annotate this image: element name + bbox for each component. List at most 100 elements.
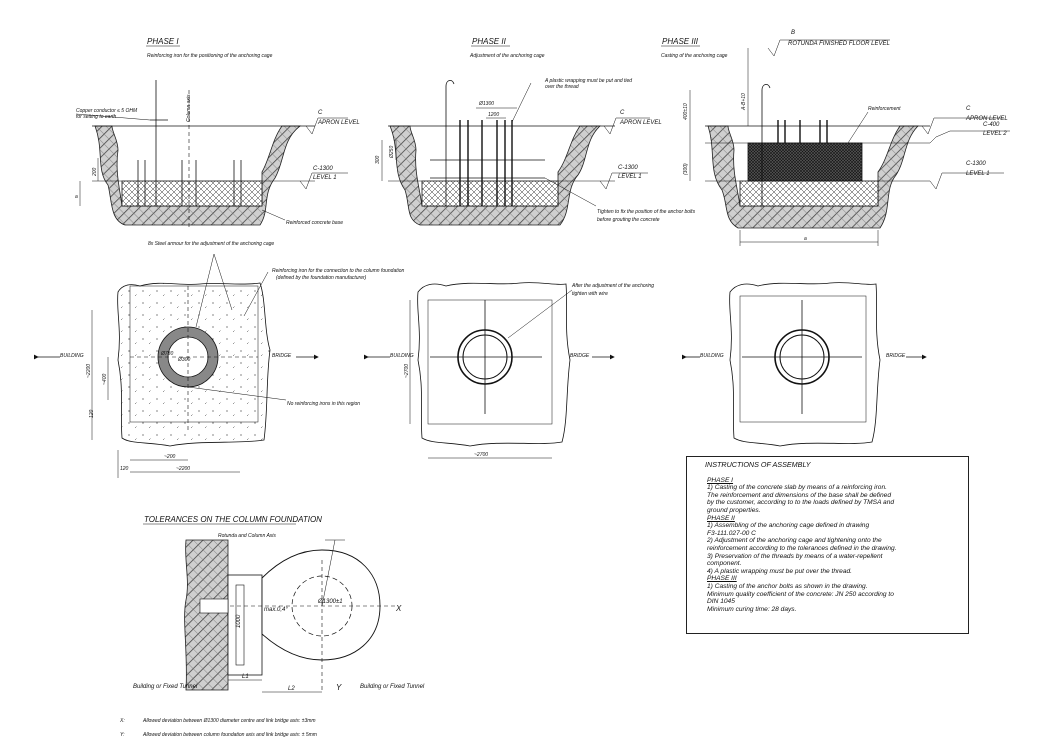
phase3-base	[739, 180, 879, 207]
plan1-dim-200: ~200	[164, 454, 175, 460]
phase1-subtitle: Reinforcing iron for the positioning of …	[147, 53, 273, 59]
copper-note-2: for setting to earth	[76, 114, 117, 120]
phase3-cast-block	[747, 142, 863, 182]
phase3-dim-400: 400±10	[683, 103, 689, 120]
plan1-view: 8x Steel armour for the adjustment of th…	[34, 241, 405, 478]
plan3-bridge: BRIDGE	[886, 353, 906, 359]
plan1-dim-2200v: ~2200	[86, 364, 92, 378]
plan3-slab	[729, 282, 881, 447]
instr-p2-4: reinforcement according to the tolerance…	[707, 544, 897, 552]
plan1-dim-400: ~400	[102, 374, 108, 385]
instr-phase3: PHASE III	[707, 575, 737, 583]
phase2-subtitle: Adjustment of the anchoring cage	[469, 53, 545, 59]
copper-note-1: Copper conductor ≤ 5 OHM	[76, 108, 138, 114]
phase3-level2-c: C-400	[983, 122, 1000, 128]
instr-p2-1: 1) Assembling of the anchoring cage defi…	[707, 522, 870, 530]
phase3-dim-a: a	[804, 236, 807, 242]
phase2-dim-1200: 1200	[488, 112, 499, 118]
phase1-apron-level: APRON LEVEL	[317, 120, 360, 126]
tolerance-x: X	[395, 604, 402, 613]
instr-p3-2: Minimum quality coefficient of the concr…	[707, 590, 894, 598]
plan1-dim-120h: 120	[120, 466, 129, 472]
instr-phase2: PHASE II	[707, 514, 735, 522]
phase2-dim-250: Ø250	[389, 146, 395, 159]
plan2-view: After the adjustment of the anchoring ti…	[364, 282, 654, 459]
phase3-level-2: LEVEL 2	[983, 131, 1007, 137]
phase1-soil	[94, 125, 302, 226]
instr-p2-7: 4) A plastic wrapping must be put over t…	[707, 567, 853, 575]
tolerance-l1: L1	[242, 674, 249, 680]
building-right: Building or Fixed Tunnel	[360, 684, 425, 690]
tolerance-l2: L2	[288, 686, 295, 692]
instr-p1-2: The reinforcement and dimensions of the …	[707, 491, 892, 499]
phase2-dim-300: 300	[375, 155, 381, 164]
phase2-level-1: LEVEL 1	[618, 174, 642, 180]
tolerance-dim-1000: 1000	[236, 614, 242, 628]
phase2-level-c: C-1300	[618, 165, 638, 171]
wrap-note-1: A plastic wrapping must be put and tied	[544, 78, 632, 84]
instr-p3-1: 1) Casting of the anchor bolts as shown …	[707, 582, 868, 590]
note-y: Allowed deviation between column foundat…	[142, 732, 317, 738]
phase1-dim-200: 200	[92, 167, 98, 177]
phase2-base	[421, 180, 559, 207]
instructions-title: INSTRUCTIONS OF ASSEMBLY	[705, 460, 811, 469]
phase1-base-label: Reinforced concrete base	[286, 220, 343, 226]
plan2-slab	[417, 282, 571, 447]
phase2-apron-c: C	[620, 110, 625, 116]
tolerance-column	[227, 574, 263, 676]
plan1-dim-300: Ø300	[177, 357, 190, 363]
phase3-b-label: B	[791, 30, 795, 36]
phase1-level-1: LEVEL 1	[313, 175, 337, 181]
plan1-building: BUILDING	[60, 353, 84, 359]
phase3-subtitle: Casting of the anchoring cage	[661, 53, 728, 59]
phase1-section: PHASE I Reinforcing iron for the positio…	[75, 37, 360, 230]
phase1-apron-c: C	[318, 110, 323, 116]
reinf-note-2: (defined by the foundation manufacturer)	[276, 275, 367, 281]
phase2-section: PHASE II Adjustment of the anchoring cag…	[375, 37, 696, 226]
plan2-dim-2700h: ~2700	[474, 452, 488, 458]
tolerance-max: max.0,4°	[264, 607, 288, 613]
note-x: Allowed deviation between Ø1300 diameter…	[142, 718, 316, 724]
phase3-level-1: LEVEL 1	[966, 171, 990, 177]
instr-phase1: PHASE I	[707, 476, 734, 484]
phase3-apron-level: APRON LEVEL	[965, 116, 1008, 122]
tolerances-title: TOLERANCES ON THE COLUMN FOUNDATION	[144, 515, 322, 524]
note-x-key: X:	[119, 718, 125, 724]
phase1-dim-a: a	[75, 194, 78, 200]
phase3-dim-300: (300)	[683, 163, 689, 175]
instr-p1-3: by the customer, according to to the loa…	[707, 499, 895, 507]
plan1-dim-120v: 120	[89, 409, 95, 418]
instr-p1-1: 1) Casting of the concrete slab by means…	[707, 484, 887, 492]
phase3-dim-ab: A-B+10	[741, 93, 747, 111]
phase3-soil	[707, 125, 919, 229]
instr-p1-4: ground properties.	[707, 506, 761, 514]
plan1-bridge: BRIDGE	[272, 353, 292, 359]
phase1-title: PHASE I	[147, 37, 179, 46]
rotunda-level: ROTUNDA FINISHED FLOOR LEVEL	[788, 41, 890, 47]
no-reinf-note: No reinforcing irons in this region	[287, 401, 360, 407]
plan3-view: BUILDING BRIDGE	[682, 282, 927, 447]
steel-note: 8x Steel armour for the adjustment of th…	[148, 241, 274, 247]
phase2-soil	[389, 125, 602, 226]
plan2-bridge: BRIDGE	[570, 353, 590, 359]
instr-p2-3: 2) Adjustment of the anchoring cage and …	[707, 537, 882, 545]
tolerance-plate	[261, 549, 381, 661]
phase2-dim-1300: Ø1300	[478, 101, 494, 107]
tolerance-dim-1300: Ø1300±1	[317, 599, 343, 605]
phase3-level-c: C-1300	[966, 161, 986, 167]
plan3-building: BUILDING	[700, 353, 724, 359]
adjust-note-1: After the adjustment of the anchoring	[571, 283, 654, 289]
building-left: Building or Fixed Tunnel	[133, 684, 198, 690]
tighten-note-2: before grouting the concrete	[597, 217, 660, 223]
phase3-title: PHASE III	[662, 37, 699, 46]
phase3-apron-c: C	[966, 106, 971, 112]
phase2-apron-level: APRON LEVEL	[619, 120, 662, 126]
instr-p2-2: F3-111.027-00 C	[707, 529, 756, 537]
reinf-note-1: Reinforcing iron for the connection to t…	[272, 268, 405, 274]
tolerances-subtitle: Rotunda and Column Axis	[218, 533, 276, 539]
adjust-note-2: tighten with wire	[572, 291, 608, 297]
plan2-dim-2700v: ~2700	[404, 364, 410, 378]
tolerances-view: TOLERANCES ON THE COLUMN FOUNDATION Rotu…	[119, 515, 425, 738]
tolerance-y: Y	[336, 683, 342, 692]
phase2-title: PHASE II	[472, 37, 507, 46]
